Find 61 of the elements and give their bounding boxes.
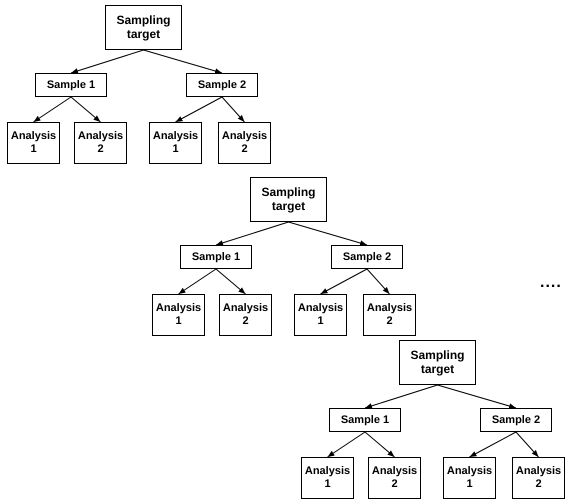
analysis-box [368, 457, 421, 499]
box-label: Sample 1 [340, 414, 390, 426]
arrow [364, 432, 395, 458]
analysis-box [149, 122, 202, 164]
box-label: Analysis 2 [220, 130, 268, 156]
analysis-box [218, 122, 271, 164]
box-label: Sample 1 [192, 250, 240, 264]
arrow [178, 268, 216, 294]
box-label: Analysis 1 [10, 130, 58, 156]
arrow [469, 432, 516, 458]
analysis-box [294, 294, 347, 336]
box-label: Sampling target [260, 186, 316, 214]
target-box [105, 5, 182, 50]
box-label: Analysis 2 [370, 465, 418, 491]
analysis-box [7, 122, 60, 164]
arrow [364, 384, 438, 409]
arrow [70, 96, 101, 122]
box-label: Sample 1 [46, 78, 96, 92]
arrow [222, 96, 245, 122]
analysis-box [74, 122, 127, 164]
arrow [516, 432, 539, 458]
box-label: Sample 2 [492, 414, 540, 426]
box-label: Analysis 1 [304, 465, 352, 491]
arrow [437, 384, 516, 409]
arrow [366, 268, 390, 294]
box-label: Analysis 2 [76, 130, 124, 156]
box-label: Analysis 2 [222, 302, 270, 328]
arrow [216, 222, 289, 246]
arrow [33, 96, 72, 122]
arrow [175, 96, 222, 122]
box-label: Sample 2 [198, 78, 246, 92]
box-label: Sampling target [115, 14, 172, 42]
box-label: Sampling target [409, 348, 466, 376]
target-box [399, 340, 476, 385]
analysis-box [363, 294, 416, 336]
box-label: Analysis 1 [152, 130, 200, 156]
ellipsis-label: .... [540, 274, 562, 292]
sample-box [186, 73, 258, 97]
analysis-box [443, 457, 496, 499]
box-label: Analysis 1 [446, 465, 494, 491]
arrow [143, 50, 222, 74]
analysis-box [512, 457, 565, 499]
arrow [216, 268, 246, 294]
sample-box [180, 245, 252, 269]
box-label: Sample 2 [342, 250, 392, 264]
arrow [320, 268, 368, 294]
arrow [327, 432, 366, 458]
sample-box [35, 73, 107, 97]
arrow [288, 222, 368, 246]
analysis-box [219, 294, 272, 336]
sample-box [329, 408, 401, 432]
sample-box [480, 408, 552, 432]
box-label: Analysis 2 [366, 302, 414, 328]
arrow [70, 50, 144, 74]
box-label: Analysis 1 [154, 302, 202, 328]
box-label: Analysis 2 [514, 465, 562, 491]
target-box [250, 177, 327, 222]
analysis-box [301, 457, 354, 499]
analysis-box [152, 294, 205, 336]
sample-box [331, 245, 403, 269]
box-label: Analysis 1 [296, 302, 344, 328]
